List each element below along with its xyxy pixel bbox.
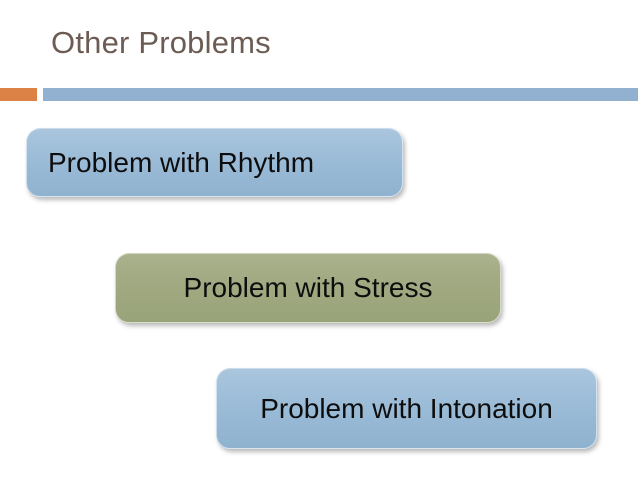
content-box-label: Problem with Stress	[183, 272, 433, 303]
content-box-stress[interactable]: Problem with Stress	[115, 253, 501, 323]
page-title: Other Problems	[51, 25, 271, 60]
title-divider	[0, 88, 638, 101]
content-box-rhythm[interactable]: Problem with Rhythm	[26, 128, 403, 197]
content-box-intonation[interactable]: Problem with Intonation	[216, 368, 597, 449]
content-box-label: Problem with Rhythm	[48, 146, 315, 178]
accent-square-icon	[0, 88, 37, 101]
content-box-label: Problem with Intonation	[260, 392, 553, 424]
divider-bar	[43, 88, 638, 101]
